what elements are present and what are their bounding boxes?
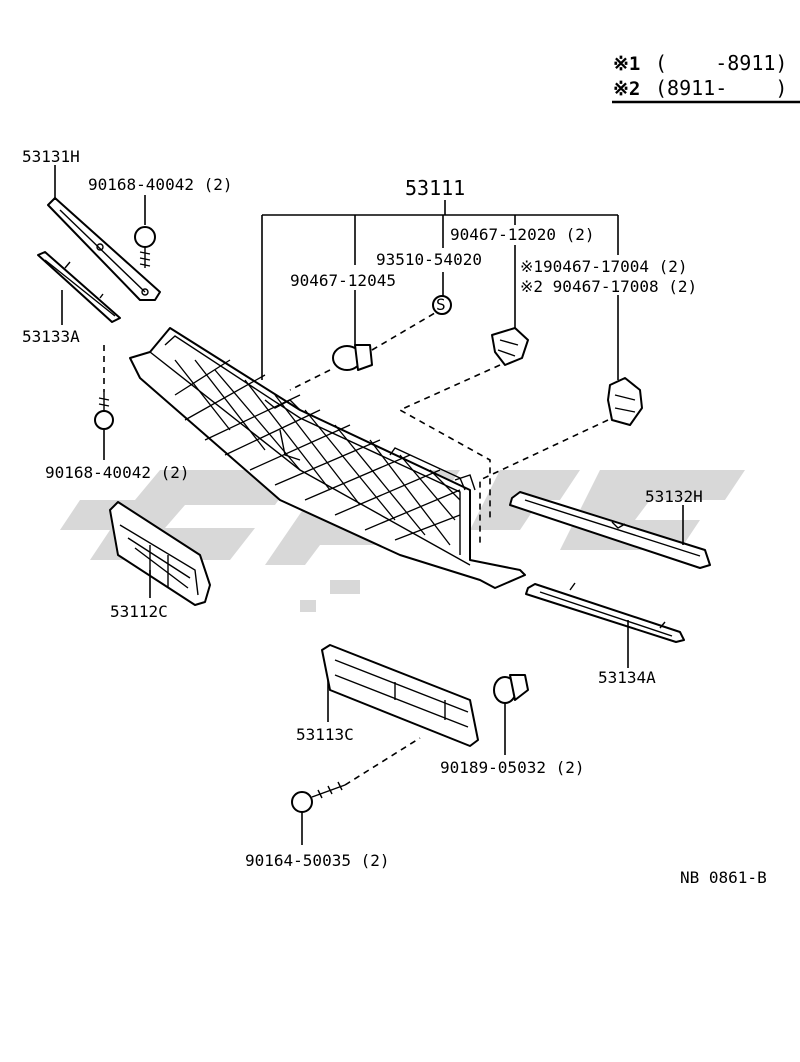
label-90168-bottom: 90168-40042 (2) [45, 463, 190, 482]
radiator-grille-53111[interactable] [129, 327, 526, 589]
label-90164-50035: 90164-50035 (2) [245, 851, 390, 870]
label-90168-top: 90168-40042 (2) [88, 175, 233, 194]
screw-90168-bottom[interactable] [94, 345, 114, 430]
lower-grille-53113C[interactable] [321, 644, 479, 747]
diagram-code: NB 0861-B [680, 868, 767, 887]
moulding-53131H[interactable] [47, 197, 161, 301]
label-53111: 53111 [405, 176, 465, 200]
clip-90467-12020[interactable] [398, 327, 529, 520]
label-90189-05032: 90189-05032 (2) [440, 758, 585, 777]
legend-range-2: (8911- ) [655, 76, 787, 100]
label-90467-12045: 90467-12045 [290, 271, 396, 290]
moulding-53134A[interactable] [525, 582, 685, 643]
screw-90168-top[interactable] [134, 226, 156, 268]
moulding-53132H[interactable] [509, 491, 711, 569]
moulding-53133A[interactable] [37, 251, 121, 323]
label-53134A: 53134A [598, 668, 656, 687]
assembly-bracket-53111 [261, 200, 619, 380]
label-53132H: 53132H [645, 487, 703, 506]
label-53131H: 53131H [22, 147, 80, 166]
label-90467-17004: ※190467-17004 (2) [520, 257, 688, 276]
grille-mesh [174, 359, 461, 546]
screw-90164-50035[interactable] [291, 737, 421, 813]
legend-mark-2: ※2 [613, 78, 640, 100]
label-53113C: 53113C [296, 725, 354, 744]
legend-mark-1: ※1 [613, 53, 640, 75]
clip-90189-05032[interactable] [493, 674, 529, 704]
variant-legend: ※1 ( -8911) ※2 (8911- ) [612, 51, 800, 104]
cover-53112C[interactable] [109, 501, 211, 606]
label-53133A: 53133A [22, 327, 80, 346]
clip-90467-17004[interactable] [479, 377, 643, 545]
label-93510-54020: 93510-54020 [376, 250, 482, 269]
label-90467-12020: 90467-12020 (2) [450, 225, 595, 244]
nut-93510-54020[interactable]: S [432, 295, 452, 315]
clip-90467-12045[interactable] [289, 309, 441, 391]
svg-text:S: S [436, 295, 446, 314]
label-53112C: 53112C [110, 602, 168, 621]
legend-range-1: ( -8911) [655, 51, 787, 75]
label-90467-17008: ※2 90467-17008 (2) [520, 277, 697, 296]
